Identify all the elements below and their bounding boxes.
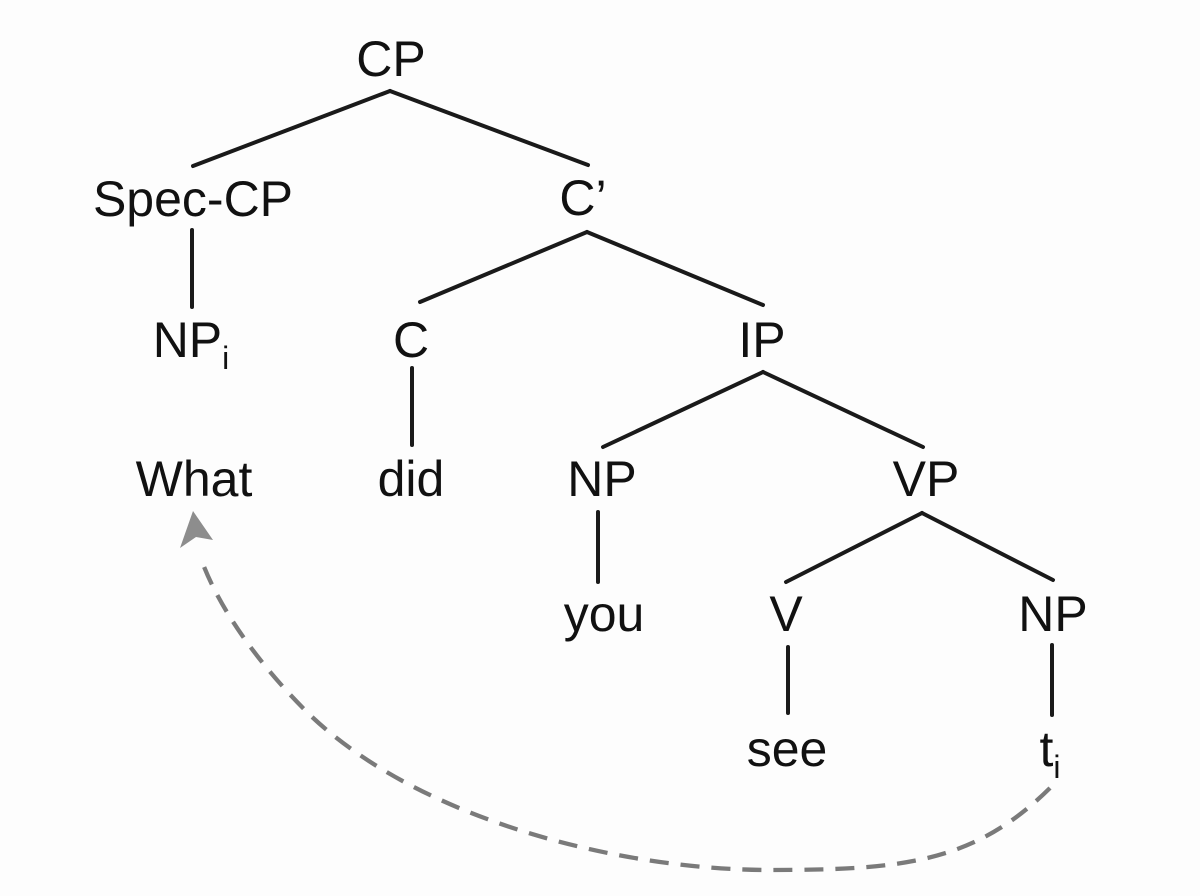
tree-node-np-i-subscript: i [222,340,229,376]
tree-edge-ip-np-subj [601,370,765,449]
tree-node-did: did [378,451,445,507]
tree-node-trace-subscript: i [1053,749,1060,785]
tree-node-vp: VP [893,451,960,507]
tree-node-c-bar: C’ [559,170,606,226]
tree-node-spec-cp: Spec-CP [93,171,293,227]
tree-edge-cp-c-bar [388,89,590,167]
movement-arrowhead-icon [180,511,213,548]
tree-edge-c-bar-c [418,230,589,304]
movement-arrow-path [197,555,1052,873]
tree-edge-ip-vp [761,370,925,449]
tree-node-c: C [393,312,429,368]
tree-edge-cp-spec-cp [191,89,392,168]
tree-node-ip: IP [738,312,785,368]
tree-node-v: V [769,586,803,642]
tree-edge-vp-np-obj [920,511,1055,582]
tree-node-trace: ti [1039,721,1060,785]
tree-node-see: see [747,721,828,777]
tree-node-np-subj: NP [567,451,636,507]
tree-node-np-i: NPi [153,312,230,376]
tree-node-cp: CP [356,31,425,87]
tree-node-what: What [136,451,253,507]
tree-node-np-obj: NP [1018,586,1087,642]
tree-edge-c-bar-ip [585,230,765,307]
tree-edge-vp-v [784,511,924,584]
tree-node-you: you [564,586,645,642]
